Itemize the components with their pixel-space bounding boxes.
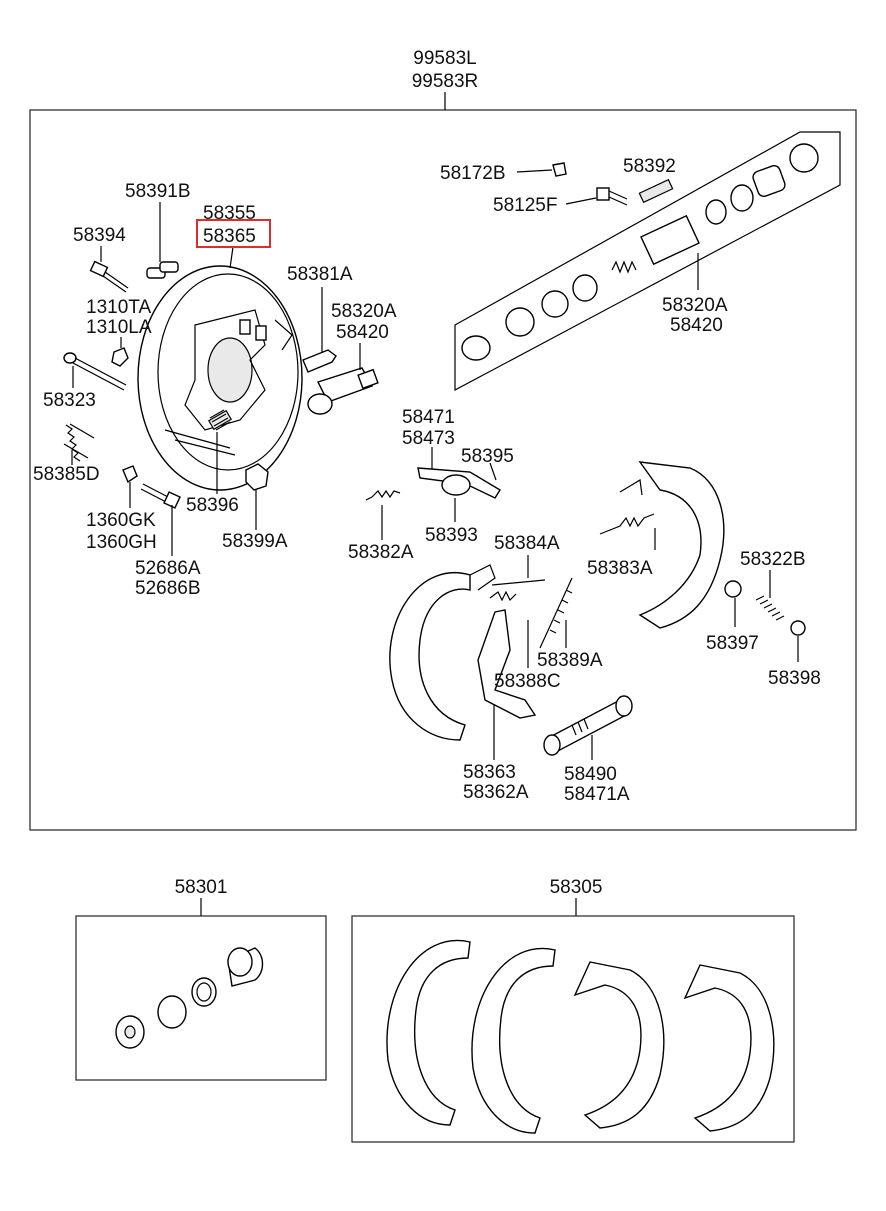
label-58384A[interactable]: 58384A (494, 533, 560, 554)
label-58172B[interactable]: 58172B (440, 163, 506, 184)
spring-58322B (755, 595, 785, 621)
spring-58396 (209, 409, 231, 431)
kit-box-58301 (75, 915, 327, 1081)
kit-58301-parts (115, 947, 264, 1049)
brake-shoe-right (619, 461, 725, 629)
gasket-58391B (146, 261, 179, 279)
label-58471[interactable]: 58471 (402, 407, 455, 428)
highlight-box-58365 (196, 219, 271, 248)
label-58382A[interactable]: 58382A (348, 542, 414, 563)
lever-58393 (417, 467, 501, 499)
label-58381A[interactable]: 58381A (287, 264, 353, 285)
wheel-cylinder-exploded (454, 131, 841, 391)
spring-58382A (365, 489, 401, 501)
label-52686A[interactable]: 52686A (135, 558, 201, 579)
kit-58305-shoes (386, 939, 775, 1134)
cap-58392 (638, 178, 674, 204)
washer-1360GK (122, 465, 138, 484)
brake-shoe-left (389, 564, 496, 741)
label-58395[interactable]: 58395 (461, 446, 514, 467)
adjuster-58490 (543, 695, 633, 756)
label-58301[interactable]: 58301 (175, 877, 228, 898)
cap-58172B (552, 162, 567, 177)
assembly-frame (29, 109, 857, 831)
label-58322B[interactable]: 58322B (740, 549, 806, 570)
label-52686B[interactable]: 52686B (135, 578, 201, 599)
bracket-58381A (302, 349, 337, 373)
bleeder-58125F (596, 187, 628, 206)
label-58394[interactable]: 58394 (73, 225, 126, 246)
label-99583R[interactable]: 99583R (412, 71, 479, 92)
label-58490[interactable]: 58490 (564, 764, 617, 785)
label-58392[interactable]: 58392 (623, 156, 676, 177)
bolt-52686A (140, 483, 181, 509)
nut-1310TA (111, 347, 129, 367)
label-58320A-right[interactable]: 58320A (662, 295, 728, 316)
bolt-58394 (89, 260, 129, 293)
washer-58397 (724, 580, 742, 598)
spring-58389A (539, 577, 573, 649)
label-58362A[interactable]: 58362A (463, 782, 529, 803)
label-58393[interactable]: 58393 (425, 525, 478, 546)
spring-58385D (63, 423, 95, 462)
label-99583L[interactable]: 99583L (413, 48, 476, 69)
kit-box-58305 (351, 915, 795, 1143)
label-58398[interactable]: 58398 (768, 668, 821, 689)
label-58365[interactable]: 58365 (203, 226, 256, 247)
label-58363[interactable]: 58363 (463, 762, 516, 783)
label-58388C[interactable]: 58388C (494, 671, 561, 692)
label-58389A[interactable]: 58389A (537, 650, 603, 671)
clip-58398 (790, 620, 806, 636)
label-58305[interactable]: 58305 (550, 877, 603, 898)
label-58125F[interactable]: 58125F (493, 195, 557, 216)
label-58471A[interactable]: 58471A (564, 784, 630, 805)
label-58323[interactable]: 58323 (43, 390, 96, 411)
lever-58363 (477, 609, 537, 719)
label-58397[interactable]: 58397 (706, 633, 759, 654)
label-1360GK[interactable]: 1360GK (86, 510, 156, 531)
nut-58399A (245, 463, 269, 491)
label-58383A[interactable]: 58383A (587, 558, 653, 579)
label-58355[interactable]: 58355 (203, 203, 256, 224)
label-58420-right[interactable]: 58420 (670, 315, 723, 336)
label-1360GH[interactable]: 1360GH (86, 532, 157, 553)
label-58396[interactable]: 58396 (186, 495, 239, 516)
label-58391B[interactable]: 58391B (125, 181, 191, 202)
wheel-cylinder-left (307, 367, 379, 415)
label-58320A-left[interactable]: 58320A (331, 301, 397, 322)
label-1310TA[interactable]: 1310TA (86, 297, 151, 318)
label-58385D[interactable]: 58385D (33, 464, 100, 485)
pin-58323 (63, 352, 127, 391)
backing-plate-drawing (137, 265, 303, 491)
label-58399A[interactable]: 58399A (222, 531, 288, 552)
label-58473[interactable]: 58473 (402, 428, 455, 449)
label-58420-left[interactable]: 58420 (336, 322, 389, 343)
label-1310LA[interactable]: 1310LA (86, 317, 152, 338)
